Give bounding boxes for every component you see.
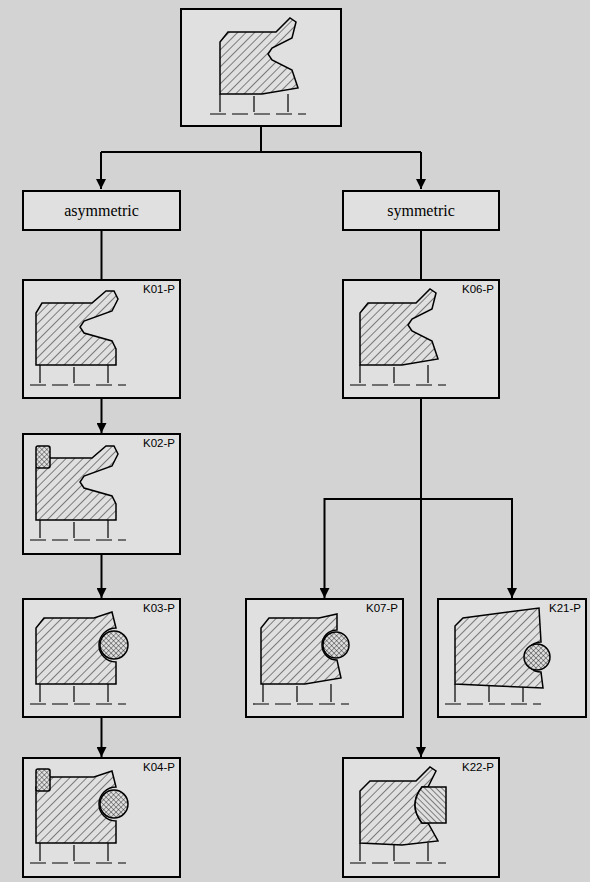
part-code: K06-P <box>462 283 494 295</box>
connector-arrow <box>101 555 103 598</box>
seal-profile-box: K07-P <box>245 598 404 718</box>
category-box: symmetric <box>342 190 500 231</box>
generic-seal-box <box>181 9 341 126</box>
seal-profile <box>30 446 126 540</box>
seal-profile-box: K02-P <box>22 433 181 555</box>
part-code: K04-P <box>143 761 175 773</box>
seal-profile <box>30 291 126 385</box>
box-ground <box>245 598 404 718</box>
box-ground <box>22 757 181 878</box>
seal-profile <box>30 769 128 863</box>
seal-profile <box>350 289 446 385</box>
connector-arrow <box>421 399 512 598</box>
connectors <box>102 231 513 757</box>
seal-profile-box: K03-P <box>22 598 181 718</box>
part-code: K21-P <box>549 602 581 614</box>
box-grounds <box>22 8 587 878</box>
split-line <box>101 127 421 152</box>
box-ground <box>22 433 181 555</box>
box-ground <box>180 8 342 127</box>
box-ground <box>342 190 500 231</box>
seal-profile <box>253 614 349 704</box>
split-arrow <box>100 152 102 189</box>
part-code: K07-P <box>366 602 398 614</box>
generic-seal-profile <box>210 18 306 114</box>
part-code: K03-P <box>143 602 175 614</box>
connector-line <box>420 231 422 279</box>
connector-arrow <box>325 399 422 598</box>
connector-arrow <box>101 399 103 433</box>
box-ground <box>22 190 181 231</box>
part-code: K01-P <box>143 283 175 295</box>
split-arrow <box>420 152 422 189</box>
connector-arrow <box>420 399 422 757</box>
seal-profile-box: K04-P <box>22 757 181 878</box>
seal-profile <box>350 767 446 863</box>
box-ground <box>342 279 500 399</box>
category-label: symmetric <box>387 202 455 220</box>
box-ground <box>437 598 587 718</box>
box-ground <box>342 757 500 878</box>
part-code: K22-P <box>462 761 494 773</box>
connector-line <box>101 231 103 279</box>
seal-profile <box>30 612 128 704</box>
category-box: asymmetric <box>22 190 181 231</box>
seal-profile <box>445 608 550 704</box>
seal-profile-box: K06-P <box>342 279 500 399</box>
part-code: K02-P <box>143 437 175 449</box>
seal-profile-box: K01-P <box>22 279 181 399</box>
seal-profile-box: K21-P <box>437 598 587 718</box>
seal-profile-box: K22-P <box>342 757 500 878</box>
category-label: asymmetric <box>64 202 139 220</box>
box-ground <box>22 598 181 718</box>
connector-arrow <box>101 718 103 757</box>
box-ground <box>22 279 181 399</box>
